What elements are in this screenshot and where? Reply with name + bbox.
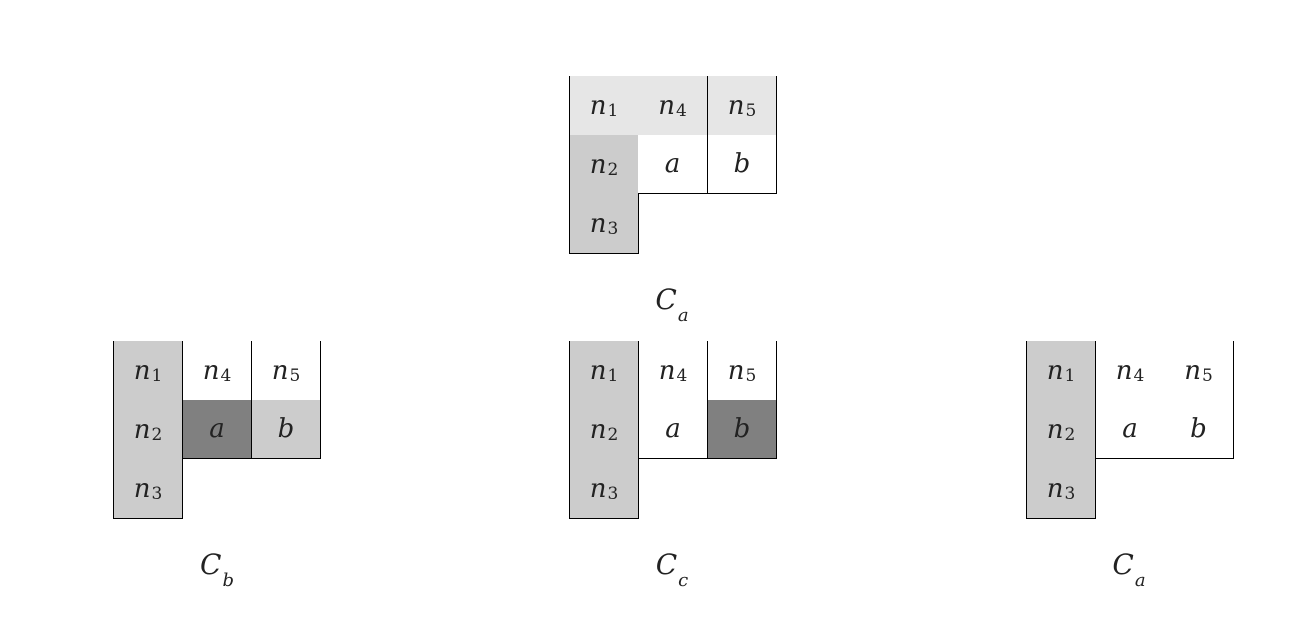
caption-top: Ca <box>655 283 689 326</box>
caption-bottom-left: Cb <box>200 548 234 591</box>
cell-b: b <box>707 400 777 459</box>
cell-a: a <box>1096 400 1164 459</box>
cell-a: a <box>638 135 707 194</box>
cell-a: a <box>639 400 707 459</box>
caption-bottom-right: Ca <box>1112 548 1146 591</box>
cell-a: a <box>183 400 251 459</box>
cell-b: b <box>1164 400 1234 459</box>
cell-b: b <box>707 135 777 194</box>
caption-bottom-middle: Cc <box>655 548 689 591</box>
cell-b: b <box>251 400 321 459</box>
